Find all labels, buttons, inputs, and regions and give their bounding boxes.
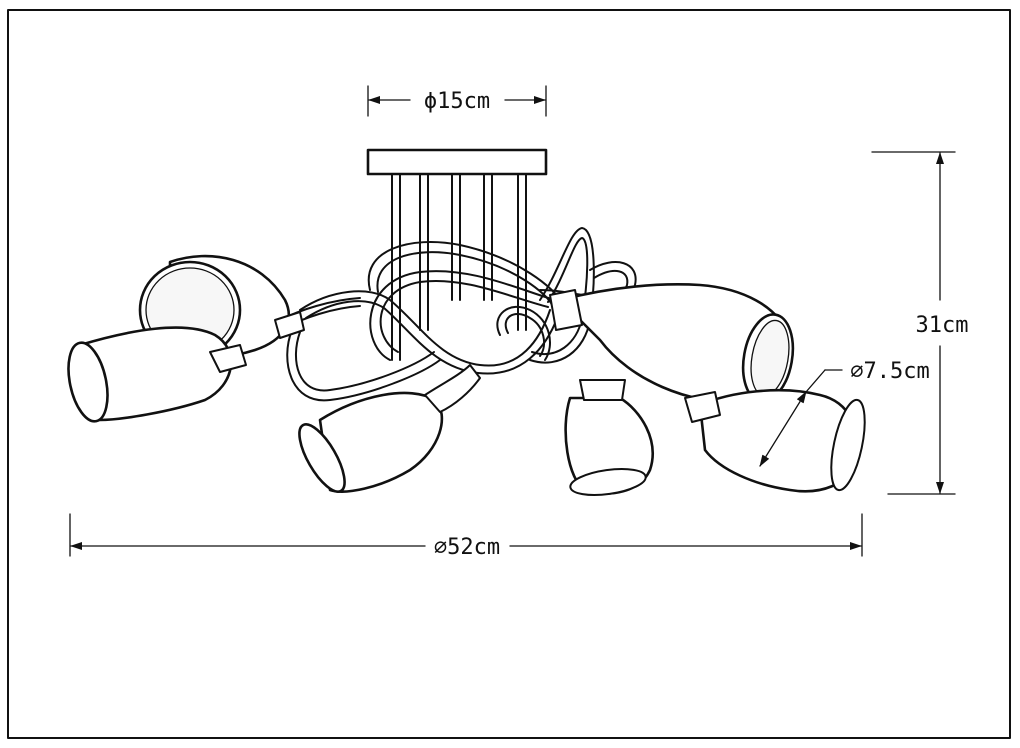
shade-diameter-label: ⌀7.5cm [850, 359, 929, 384]
shade-far-left [67, 326, 247, 423]
height-label: 31cm [916, 313, 969, 338]
shade-lower-center [564, 379, 654, 497]
curled-arms [279, 227, 637, 402]
support-rods [391, 174, 527, 361]
dimension-shade-diameter: ⌀7.5cm [759, 359, 930, 467]
page-border [7, 9, 1011, 739]
dimension-base-diameter: ϕ15cm [367, 85, 547, 117]
ceiling-lamp-illustration [67, 148, 866, 497]
dimension-total-diameter: ⌀52cm [69, 513, 863, 560]
shade-far-right [684, 388, 866, 493]
shade-lower-middle-left [298, 364, 481, 493]
total-diameter-label: ⌀52cm [434, 535, 500, 560]
dimension-height: 31cm [871, 151, 969, 495]
base-diameter-label: ϕ15cm [424, 89, 490, 114]
ceiling-plate [366, 148, 548, 176]
shade-right-large [549, 283, 795, 404]
